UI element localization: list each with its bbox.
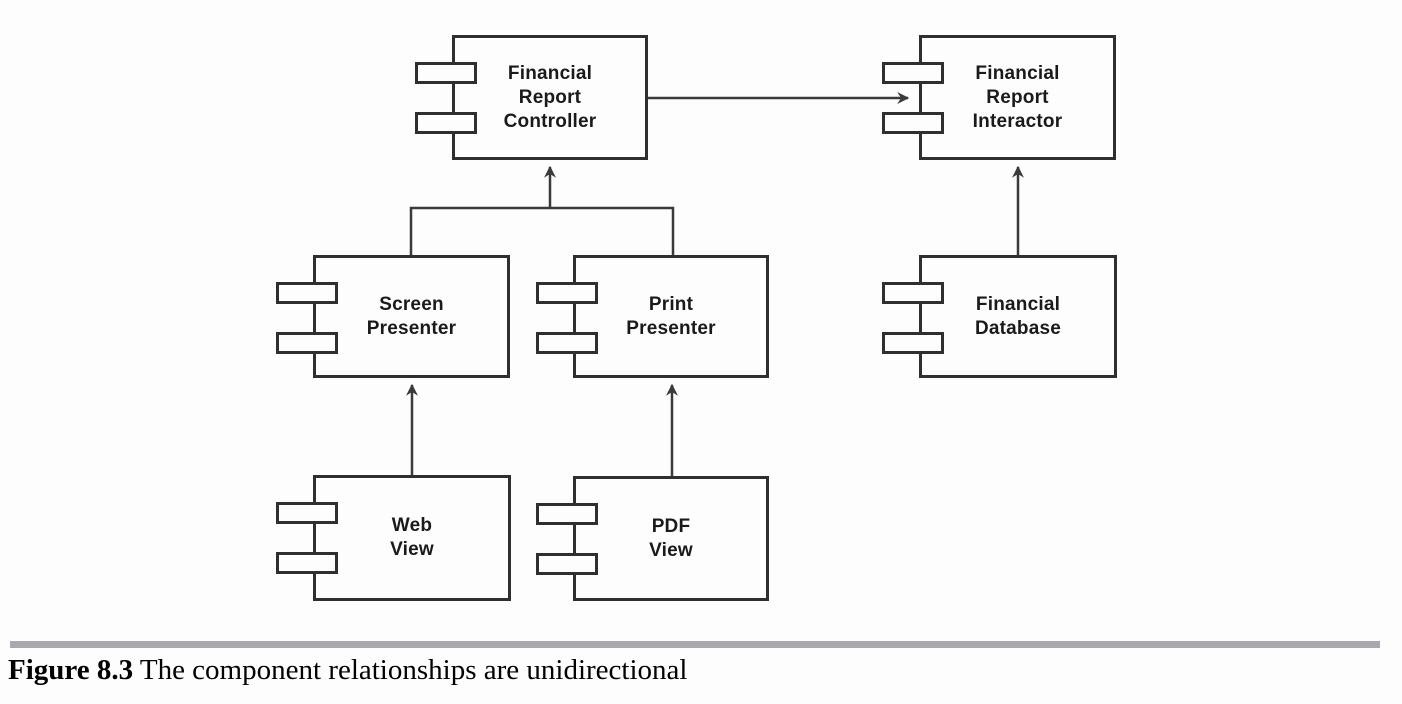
component-label: PDF View: [649, 515, 693, 561]
component-label: Web View: [390, 515, 434, 560]
figure-caption-label: Figure 8.3: [8, 654, 134, 686]
component-tab-icon: [882, 62, 944, 84]
component-tab-icon: [536, 282, 598, 304]
component-tab-icon: [276, 552, 338, 574]
figure-caption-text: The component relationships are unidirec…: [133, 654, 688, 686]
component-tab-icon: [536, 332, 598, 354]
component-label: Financial Report Controller: [503, 62, 597, 132]
component-tab-icon: [882, 282, 944, 304]
component-label: Financial Database: [974, 293, 1062, 339]
component-tab-icon: [882, 332, 944, 354]
component-label: Financial Report Interactor: [972, 62, 1063, 132]
component-tab-icon: [276, 282, 338, 304]
branch-presenters-to-controller: [409, 206, 675, 256]
component-pdf-view: PDF View: [536, 476, 769, 601]
component-tab-icon: [276, 332, 338, 354]
component-label: Screen Presenter: [366, 293, 457, 339]
component-label: Print Presenter: [626, 293, 716, 339]
component-tab-icon: [536, 553, 598, 575]
component-tab-icon: [415, 62, 477, 84]
component-tab-icon: [882, 112, 944, 134]
component-financial-report-interactor: Financial Report Interactor: [882, 35, 1116, 160]
component-financial-report-controller: Financial Report Controller: [415, 35, 648, 160]
component-tab-icon: [536, 503, 598, 525]
component-print-presenter: Print Presenter: [536, 255, 769, 378]
component-tab-icon: [415, 112, 477, 134]
caption-divider: [10, 641, 1380, 648]
component-tab-icon: [276, 502, 338, 524]
component-web-view: Web View: [276, 475, 511, 601]
component-screen-presenter: Screen Presenter: [276, 255, 510, 378]
component-financial-database: Financial Database: [882, 255, 1117, 378]
figure-caption: Figure 8.3 The component relationships a…: [8, 654, 687, 687]
